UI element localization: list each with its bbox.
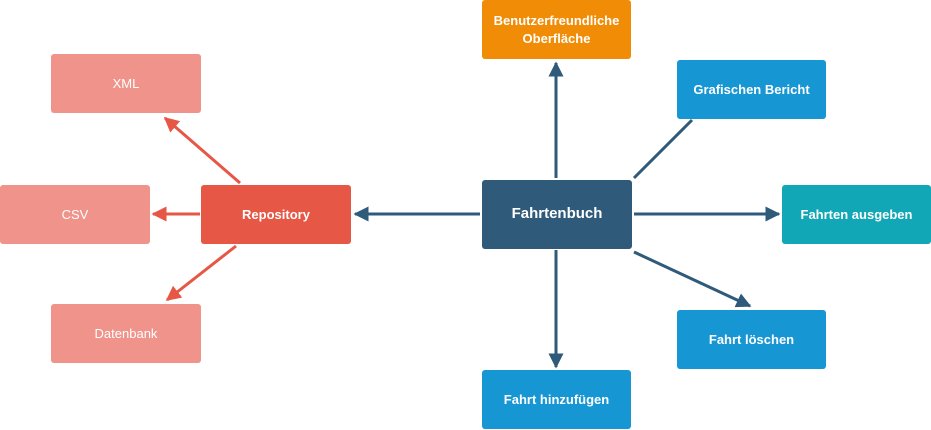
node-fahrtenbuch[interactable]: Fahrtenbuch — [482, 180, 632, 249]
node-label: Benutzerfreundliche Oberfläche — [493, 12, 620, 46]
edge-center-to-report — [632, 118, 694, 180]
node-xml[interactable]: XML — [51, 54, 201, 113]
node-fahrten-ausgeben[interactable]: Fahrten ausgeben — [782, 185, 931, 244]
node-label: Fahrtenbuch — [511, 205, 603, 223]
node-repository[interactable]: Repository — [201, 185, 351, 244]
node-label: CSV — [61, 206, 89, 222]
edge-repository-to-database — [165, 244, 237, 302]
node-label: Repository — [242, 206, 310, 222]
node-csv[interactable]: CSV — [0, 185, 150, 244]
node-label: Datenbank — [94, 325, 158, 341]
node-label: Fahrten ausgeben — [800, 206, 913, 222]
node-datenbank[interactable]: Datenbank — [51, 304, 201, 363]
node-label: Grafischen Bericht — [693, 81, 810, 97]
node-fahrt-hinzufuegen[interactable]: Fahrt hinzufügen — [482, 370, 631, 429]
node-benutzerfreundliche-oberflaeche[interactable]: Benutzerfreundliche Oberfläche — [482, 0, 631, 59]
edge-center-to-delete — [633, 250, 752, 308]
edge-repository-to-xml — [163, 116, 241, 185]
node-label: Fahrt löschen — [708, 331, 795, 347]
node-grafischen-bericht[interactable]: Grafischen Bericht — [677, 60, 826, 119]
node-fahrt-loeschen[interactable]: Fahrt löschen — [677, 310, 826, 369]
node-label: Fahrt hinzufügen — [503, 391, 610, 407]
node-label: XML — [112, 75, 140, 91]
